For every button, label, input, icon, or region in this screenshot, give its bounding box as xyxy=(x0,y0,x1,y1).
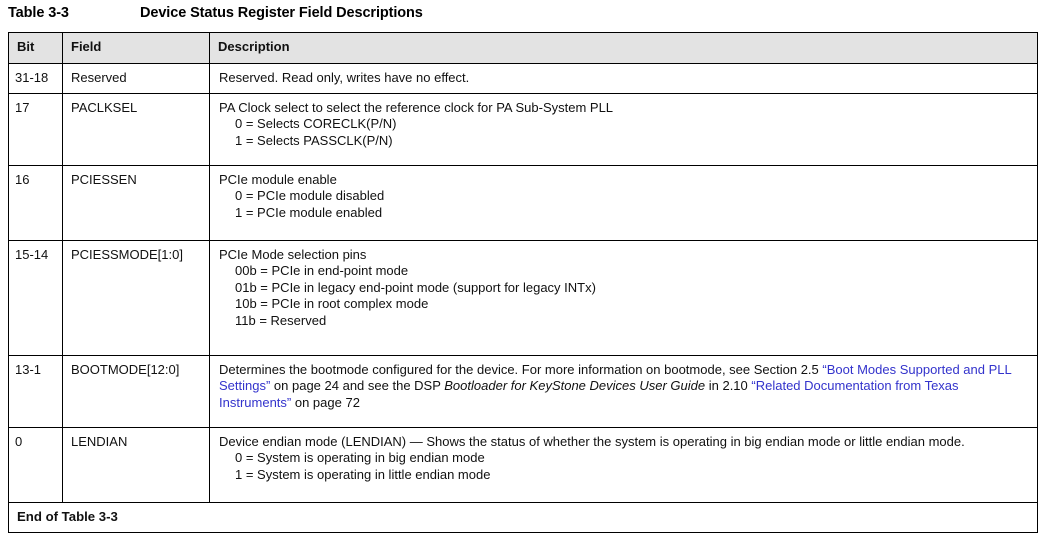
description-option: 1 = System is operating in little endian… xyxy=(235,466,491,482)
document-title-italic: Bootloader for KeyStone Devices User Gui… xyxy=(444,378,706,394)
table-footer-row: End of Table 3-3 xyxy=(8,501,1038,533)
cell-field: PCIESSEN xyxy=(62,164,210,241)
description-body: Reserved. Read only, writes have no effe… xyxy=(210,64,1037,93)
description-option: 11b = Reserved xyxy=(235,312,327,328)
bit-value: 17 xyxy=(15,99,30,115)
field-value: PCIESSMODE[1:0] xyxy=(71,246,183,262)
header-row: Bit Field Description xyxy=(8,32,1038,64)
description-option: 01b = PCIe in legacy end-point mode (sup… xyxy=(235,279,596,295)
caption-title: Device Status Register Field Description… xyxy=(140,5,423,21)
bit-value: 31-18 xyxy=(15,70,49,85)
description-body: PCIe Mode selection pins 00b = PCIe in e… xyxy=(210,241,1037,336)
description-option: 0 = Selects CORECLK(P/N) xyxy=(235,116,397,132)
description-body: PCIe module enable 0 = PCIe module disab… xyxy=(210,166,1037,228)
table-header: Bit Field Description xyxy=(8,32,1038,64)
description-text-run: in 2.10 xyxy=(705,378,752,394)
field-value: Reserved xyxy=(71,70,127,85)
table-caption: Table 3-3 Device Status Register Field D… xyxy=(8,5,1038,27)
caption-number: Table 3-3 xyxy=(8,5,69,21)
description-lead: PCIe module enable xyxy=(219,171,337,187)
description-option: 0 = System is operating in big endian mo… xyxy=(235,450,485,466)
column-header-bit: Bit xyxy=(8,32,63,64)
cell-bit: 13-1 xyxy=(8,354,63,428)
cell-description: Determines the bootmode configured for t… xyxy=(209,354,1038,428)
cell-bit: 0 xyxy=(8,426,63,503)
column-header-field: Field xyxy=(62,32,210,64)
cell-description: PCIe Mode selection pins 00b = PCIe in e… xyxy=(209,239,1038,356)
field-value: PCIESSEN xyxy=(71,171,137,187)
table-row: 16 PCIESSEN PCIe module enable 0 = PCIe … xyxy=(8,164,1038,241)
description-text-run: on page 72 xyxy=(291,394,360,410)
cell-description: PCIe module enable 0 = PCIe module disab… xyxy=(209,164,1038,241)
cell-field: LENDIAN xyxy=(62,426,210,503)
cross-reference-link[interactable]: “Related Documentation from Texas Instru… xyxy=(219,378,959,410)
description-lead: PCIe Mode selection pins xyxy=(219,246,367,262)
cell-description: Device endian mode (LENDIAN) — Shows the… xyxy=(209,426,1038,503)
cell-field: PACLKSEL xyxy=(62,92,210,166)
description-option: 00b = PCIe in end-point mode xyxy=(235,263,409,279)
bit-value: 0 xyxy=(15,433,23,449)
description-option: 1 = PCIe module enabled xyxy=(235,204,383,220)
description-lead: PA Clock select to select the reference … xyxy=(219,99,614,115)
bit-value: 15-14 xyxy=(15,246,49,262)
column-header-bit-label: Bit xyxy=(17,39,35,54)
cell-description: Reserved. Read only, writes have no effe… xyxy=(209,63,1038,94)
column-header-description-label: Description xyxy=(218,39,290,54)
description-option: 1 = Selects PASSCLK(P/N) xyxy=(235,132,393,148)
description-option: 10b = PCIe in root complex mode xyxy=(235,296,429,312)
field-value: PACLKSEL xyxy=(71,99,138,115)
table-row: 0 LENDIAN Device endian mode (LENDIAN) —… xyxy=(8,426,1038,503)
description-lead: Device endian mode (LENDIAN) — Shows the… xyxy=(219,433,965,449)
device-status-register-table: Bit Field Description 31-18 Reserved Res… xyxy=(8,32,1038,533)
description-body: PA Clock select to select the reference … xyxy=(210,94,1037,156)
table-body: 31-18 Reserved Reserved. Read only, writ… xyxy=(8,63,1038,533)
table-row: 13-1 BOOTMODE[12:0] Determines the bootm… xyxy=(8,354,1038,428)
column-header-field-label: Field xyxy=(71,39,102,54)
description-text-run: Determines the bootmode configured for t… xyxy=(219,361,823,377)
cell-bit: 31-18 xyxy=(8,63,63,94)
cell-field: PCIESSMODE[1:0] xyxy=(62,239,210,356)
bit-value: 13-1 xyxy=(15,361,42,377)
table-row: 15-14 PCIESSMODE[1:0] PCIe Mode selectio… xyxy=(8,239,1038,356)
cell-bit: 17 xyxy=(8,92,63,166)
description-text-run: on page 24 and see the DSP xyxy=(270,378,445,394)
end-of-table-label: End of Table 3-3 xyxy=(17,508,118,524)
description-rich-text: Determines the bootmode configured for t… xyxy=(219,362,1031,412)
table-row: 31-18 Reserved Reserved. Read only, writ… xyxy=(8,63,1038,94)
cell-field: BOOTMODE[12:0] xyxy=(62,354,210,428)
cross-reference-link[interactable]: “Boot Modes Supported and PLL Settings” xyxy=(219,361,1012,394)
column-header-description: Description xyxy=(209,32,1038,64)
bit-value: 16 xyxy=(15,171,30,187)
cell-field: Reserved xyxy=(62,63,210,94)
description-lead: Reserved. Read only, writes have no effe… xyxy=(219,70,470,85)
table-row: 17 PACLKSEL PA Clock select to select th… xyxy=(8,92,1038,166)
cell-bit: 15-14 xyxy=(8,239,63,356)
cell-bit: 16 xyxy=(8,164,63,241)
field-value: BOOTMODE[12:0] xyxy=(71,361,180,377)
cell-table-footer: End of Table 3-3 xyxy=(8,501,1038,533)
register-table-container: Bit Field Description 31-18 Reserved Res… xyxy=(8,32,1038,533)
description-body: Device endian mode (LENDIAN) — Shows the… xyxy=(210,428,1037,490)
description-option: 0 = PCIe module disabled xyxy=(235,188,385,204)
description-body: Determines the bootmode configured for t… xyxy=(210,356,1037,418)
field-value: LENDIAN xyxy=(71,433,128,449)
cell-description: PA Clock select to select the reference … xyxy=(209,92,1038,166)
